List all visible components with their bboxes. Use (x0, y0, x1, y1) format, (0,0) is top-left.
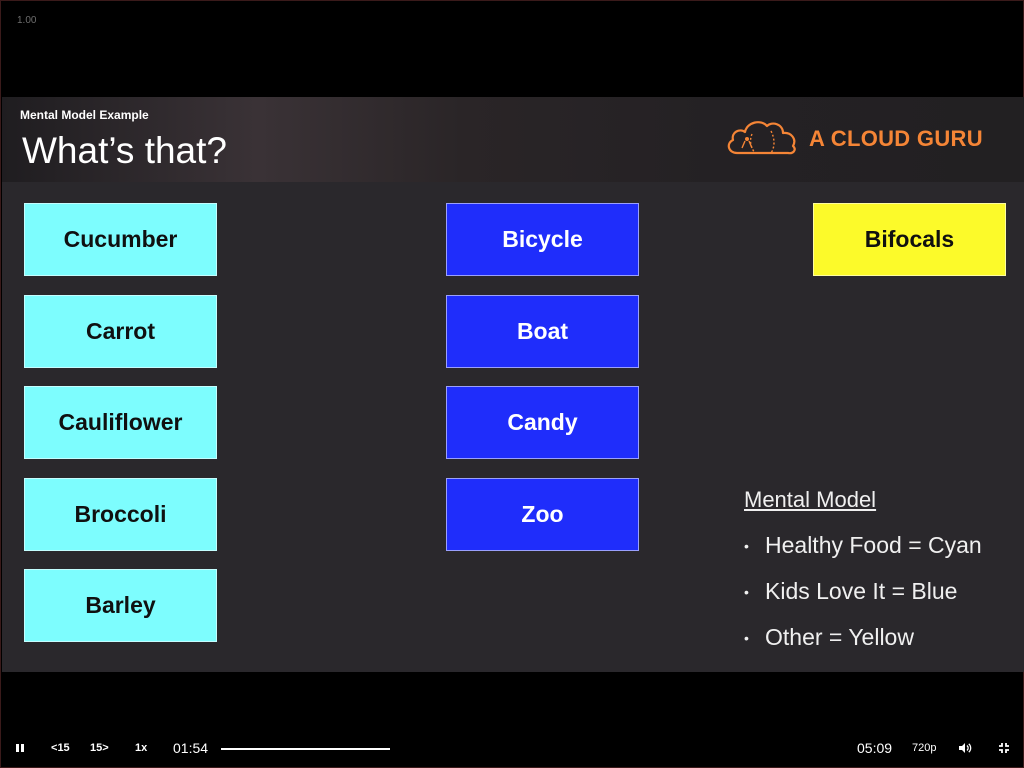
card-bifocals: Bifocals (813, 203, 1006, 276)
progress-bar[interactable] (221, 748, 390, 750)
card-carrot: Carrot (24, 295, 217, 368)
player-controls: < 15 15 > 1x 01:54 05:09 720p (1, 731, 1024, 765)
slide-title: What’s that? (22, 130, 227, 171)
forward-15-icon: > (102, 742, 109, 754)
card-zoo: Zoo (446, 478, 639, 551)
forward-label: 15 (90, 742, 103, 754)
forward-button[interactable]: 15 > (90, 731, 109, 765)
card-cucumber: Cucumber (24, 203, 217, 276)
legend-item: • Healthy Food = Cyan (744, 532, 982, 559)
legend-item-label: Healthy Food = Cyan (765, 532, 982, 558)
rewind-15-icon: < (51, 742, 58, 754)
playback-rate-button[interactable]: 1x (135, 742, 148, 754)
bullet-icon: • (744, 583, 749, 600)
cloud-logo-icon (727, 121, 796, 155)
bullet-icon: • (744, 629, 749, 646)
legend-title: Mental Model (744, 487, 877, 512)
slide: Mental Model Example What’s that? A CLOU… (2, 97, 1024, 672)
card-cauliflower: Cauliflower (24, 386, 217, 459)
volume-icon (959, 743, 972, 753)
exit-fullscreen-icon (999, 743, 1009, 753)
slide-header: Mental Model Example What’s that? A CLOU… (2, 97, 1024, 182)
brand-name: A CLOUD GURU (809, 126, 983, 151)
pause-button[interactable] (14, 731, 26, 765)
volume-button[interactable] (958, 731, 972, 765)
current-time: 01:54 (173, 740, 209, 756)
card-candy: Candy (446, 386, 639, 459)
card-boat: Boat (446, 295, 639, 368)
duration: 05:09 (857, 740, 893, 756)
card-broccoli: Broccoli (24, 478, 217, 551)
card-bicycle: Bicycle (446, 203, 639, 276)
pause-icon (16, 744, 24, 752)
brand-logo: A CLOUD GURU (725, 117, 983, 161)
slide-subtitle: Mental Model Example (20, 108, 149, 122)
legend-item: • Kids Love It = Blue (744, 578, 982, 605)
rewind-label: 15 (57, 742, 70, 754)
rewind-button[interactable]: < 15 (51, 731, 70, 765)
bullet-icon: • (744, 537, 749, 554)
legend-item-label: Other = Yellow (765, 624, 914, 650)
legend-item: • Other = Yellow (744, 624, 982, 651)
card-barley: Barley (24, 569, 217, 642)
legend-item-label: Kids Love It = Blue (765, 578, 958, 604)
mental-model-legend: Mental Model • Healthy Food = Cyan • Kid… (744, 487, 982, 651)
speed-readout: 1.00 (17, 15, 37, 26)
quality-button[interactable]: 720p (912, 742, 937, 754)
exit-fullscreen-button[interactable] (998, 731, 1010, 765)
